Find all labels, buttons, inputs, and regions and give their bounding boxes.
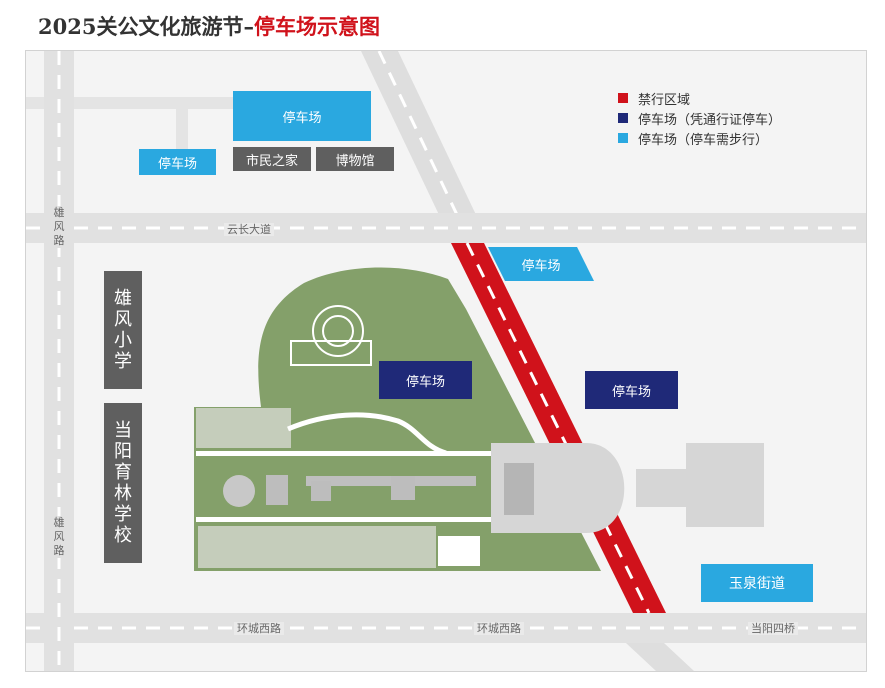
xiongfeng-school: 雄风小学 [104,271,142,389]
dangyang-school-label: 当阳育林学校 [114,420,132,546]
legend: 禁行区域 停车场（凭通行证停车） 停车场（停车需步行） [618,88,781,148]
civic-home-building: 市民之家 [233,147,311,171]
temple-ring-inner [322,315,354,347]
diagonal-road-lower [626,643,694,671]
parking-right-mid[interactable]: 停车场 [585,371,678,409]
park-white-path-upper [196,451,492,456]
road-label-huancheng-mid: 环城西路 [474,622,524,635]
park-south-gate [438,536,480,566]
park-curved-path [287,412,447,456]
legend-label-walk-parking: 停车场（停车需步行） [638,132,769,148]
page-title: 2025关公文化旅游节–停车场示意图 [38,10,380,44]
diagonal-road-upper [361,51,478,219]
parking-top-main[interactable]: 停车场 [233,91,371,141]
legend-label-pass-parking: 停车场（凭通行证停车） [638,112,782,128]
diagonal-road-upper-dash [377,51,461,220]
park-building-a [266,475,288,505]
park-building-c [391,476,415,500]
road-label-dangyang-bridge: 当阳四桥 [748,622,798,635]
title-main: 停车场示意图 [253,14,380,39]
road-label-yunchang: 云长大道 [224,223,274,236]
plaza-east-annex [636,469,686,507]
legend-label-forbidden: 禁行区域 [638,92,691,108]
dangyang-school: 当阳育林学校 [104,403,142,563]
small-connector-road [176,109,188,159]
park-building-b [311,481,331,501]
park-hatched-top [196,408,291,448]
road-label-xiongfeng-top: 雄风路 [52,206,66,248]
temple-complex [290,340,372,366]
title-prefix: 2025关公文化旅游节– [38,14,254,39]
xiongfeng-road [44,51,74,671]
map-canvas [26,51,866,671]
yuquan-street[interactable]: 玉泉街道 [701,564,813,602]
legend-swatch-pass-parking [618,113,628,123]
park-round-pavilion [223,475,255,507]
east-square [686,443,764,527]
legend-swatch-walk-parking [618,133,628,143]
plaza-hall [504,463,534,515]
road-label-huancheng-left: 环城西路 [234,622,284,635]
temple-ring-outer [312,305,364,357]
forbidden-zone-dash [465,242,651,614]
legend-item-forbidden: 禁行区域 [618,88,781,108]
parking-right-top[interactable]: 停车场 [488,247,594,281]
parking-top-small[interactable]: 停车场 [139,149,216,175]
parking-park-center[interactable]: 停车场 [379,361,472,399]
map-area[interactable]: 停车场 停车场 市民之家 博物馆 停车场 停车场 停车场 玉泉街道 雄风小学 当… [25,50,867,672]
park-white-path-lower [196,517,492,522]
xiongfeng-school-label: 雄风小学 [114,288,132,372]
legend-item-walk-parking: 停车场（停车需步行） [618,128,781,148]
legend-swatch-forbidden [618,93,628,103]
museum-building: 博物馆 [316,147,394,171]
legend-item-pass-parking: 停车场（凭通行证停车） [618,108,781,128]
road-label-xiongfeng-bottom: 雄风路 [52,516,66,558]
park-hatched-bottom [198,526,436,568]
